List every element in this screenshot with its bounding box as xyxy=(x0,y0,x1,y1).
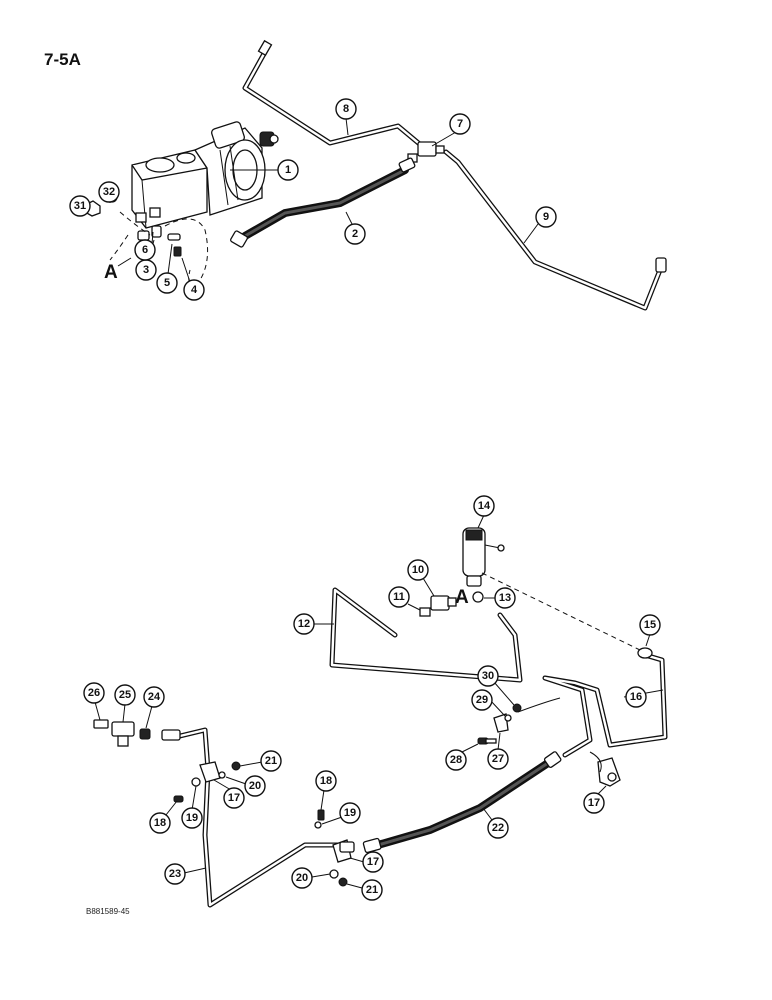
callout-label-20b: 20 xyxy=(296,872,308,884)
page-label: 7-5A xyxy=(44,50,81,69)
callout-14 xyxy=(473,495,495,517)
callout-23 xyxy=(164,863,186,885)
brake-line-9 xyxy=(443,149,663,311)
callout-8 xyxy=(335,98,357,120)
callout-label-23: 23 xyxy=(169,868,181,880)
callout-label-9: 9 xyxy=(543,211,549,223)
callout-label-20a: 20 xyxy=(249,780,261,792)
brake-hose-22 xyxy=(362,751,562,854)
callout-label-17a: 17 xyxy=(588,797,600,809)
clip-17-left xyxy=(173,761,241,803)
callout-4 xyxy=(183,279,205,301)
callout-label-29: 29 xyxy=(476,694,488,706)
callout-label-5: 5 xyxy=(164,277,170,289)
clip-group-27 xyxy=(477,697,561,745)
drawing-number: B881589-45 xyxy=(86,907,130,916)
callout-19a xyxy=(181,807,203,829)
master-cylinder-assembly xyxy=(131,121,279,229)
pressure-switch-14 xyxy=(462,527,505,587)
callout-6 xyxy=(134,239,156,261)
tee-fitting-25 xyxy=(93,719,181,747)
callout-32 xyxy=(98,181,120,203)
callout-label-24: 24 xyxy=(148,691,161,703)
callout-label-31: 31 xyxy=(74,200,86,212)
callout-label-22: 22 xyxy=(492,822,504,834)
callout-label-12: 12 xyxy=(298,618,310,630)
callout-17a xyxy=(583,792,605,814)
callout-15 xyxy=(639,614,661,636)
callout-label-3: 3 xyxy=(143,264,149,276)
callout-9 xyxy=(535,206,557,228)
callout-20b xyxy=(291,867,313,889)
callout-label-21a: 21 xyxy=(265,755,277,767)
callout-26 xyxy=(83,682,105,704)
callout-11 xyxy=(388,586,410,608)
callout-10 xyxy=(407,559,429,581)
callout-label-32: 32 xyxy=(103,186,115,198)
callout-27 xyxy=(487,748,509,770)
callout-label-1: 1 xyxy=(285,164,291,176)
callout-30 xyxy=(477,665,499,687)
callout-label-11: 11 xyxy=(393,591,405,603)
callout-label-30: 30 xyxy=(482,670,494,682)
callout-5 xyxy=(156,272,178,294)
callout-17b xyxy=(223,787,245,809)
callout-label-8: 8 xyxy=(343,103,349,115)
callout-label-25: 25 xyxy=(119,689,131,701)
callout-18a xyxy=(149,812,171,834)
tee-fitting-10 xyxy=(419,591,484,617)
callout-label-4: 4 xyxy=(191,284,198,296)
callout-20a xyxy=(244,775,266,797)
callout-label-19a: 19 xyxy=(186,812,198,824)
callout-label-18b: 18 xyxy=(320,775,332,787)
callout-18b xyxy=(315,770,337,792)
callout-21a xyxy=(260,750,282,772)
brake-hose-2 xyxy=(230,157,416,248)
callout-2 xyxy=(344,223,366,245)
callout-label-17c: 17 xyxy=(367,856,379,868)
callout-label-17b: 17 xyxy=(228,792,240,804)
callout-label-16: 16 xyxy=(630,691,642,703)
reference-letter-a-top: A xyxy=(104,262,118,283)
callout-label-26: 26 xyxy=(88,687,100,699)
callout-label-10: 10 xyxy=(412,564,424,576)
callout-12 xyxy=(293,613,315,635)
clip-17-right xyxy=(589,751,621,787)
callout-label-21b: 21 xyxy=(366,884,378,896)
callout-label-28: 28 xyxy=(450,754,462,766)
callout-label-14: 14 xyxy=(478,500,491,512)
tee-fitting-7 xyxy=(407,141,445,163)
clip-17-mid xyxy=(314,809,355,887)
callout-13 xyxy=(494,587,516,609)
callout-29 xyxy=(471,689,493,711)
callout-28 xyxy=(445,749,467,771)
callout-label-2: 2 xyxy=(352,228,358,240)
callout-label-13: 13 xyxy=(499,592,511,604)
callout-22 xyxy=(487,817,509,839)
callout-label-15: 15 xyxy=(644,619,656,631)
callout-label-18a: 18 xyxy=(154,817,166,829)
callout-21b xyxy=(361,879,383,901)
callout-19b xyxy=(339,802,361,824)
callout-label-7: 7 xyxy=(457,118,463,130)
callouts: 1 2 3 4 5 6 7 8 9 xyxy=(69,98,664,901)
callout-25 xyxy=(114,684,136,706)
callout-label-19b: 19 xyxy=(344,807,356,819)
callout-1 xyxy=(277,159,299,181)
reference-letter-a-bottom: A xyxy=(455,587,469,608)
callout-16 xyxy=(625,686,647,708)
callout-label-6: 6 xyxy=(142,244,148,256)
callout-17c xyxy=(362,851,384,873)
callout-31 xyxy=(69,195,91,217)
callout-24 xyxy=(143,686,165,708)
callout-label-27: 27 xyxy=(492,753,504,765)
callout-7 xyxy=(449,113,471,135)
